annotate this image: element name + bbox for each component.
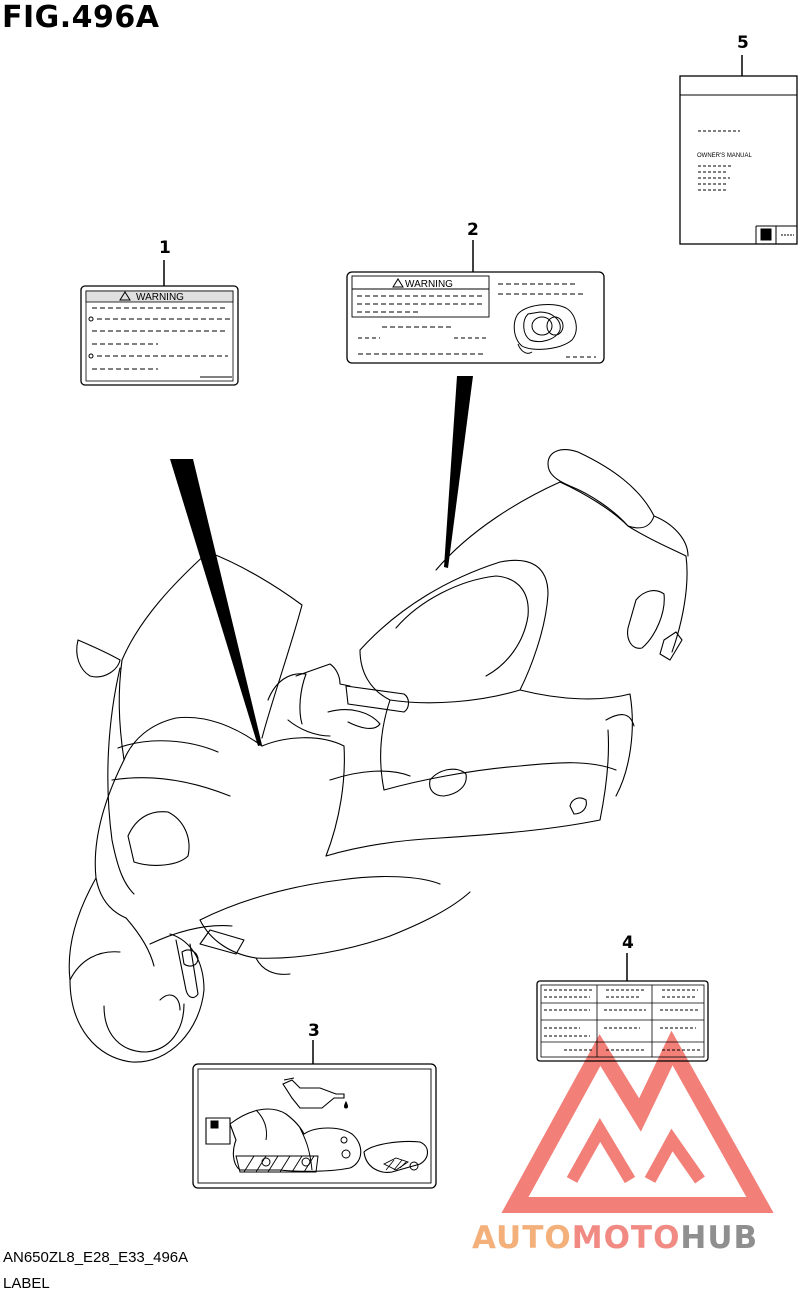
label-5-owners-manual: [679, 55, 798, 245]
label-3-oil-pictogram: [192, 1040, 437, 1189]
callout-2: 2: [467, 220, 479, 240]
watermark-logo-icon: [501, 1030, 774, 1213]
label-2-warning-text: WARNING: [405, 279, 453, 290]
label-4-table: [536, 953, 709, 1062]
watermark-auto: AUTO: [472, 1220, 572, 1256]
label-1-warning: [80, 260, 239, 386]
manual-title-text: OWNER'S MANUAL: [697, 153, 752, 159]
figure-code: AN650ZL8_E28_E33_496A: [3, 1249, 189, 1266]
watermark-text: AUTOMOTOHUB: [472, 1220, 758, 1256]
watermark-hub: HUB: [680, 1220, 759, 1256]
label-1-warning-text: WARNING: [136, 292, 184, 303]
watermark-moto: MOTO: [571, 1220, 681, 1256]
callout-4: 4: [622, 933, 634, 953]
leader-wedge-label-2: [444, 376, 473, 568]
leader-wedge-label-1: [170, 459, 262, 746]
callout-5: 5: [737, 33, 749, 53]
callout-3: 3: [308, 1021, 320, 1041]
figure-title: FIG.496A: [2, 0, 160, 35]
label-2-warning: [346, 240, 605, 364]
scooter-illustration: [68, 449, 689, 1063]
figure-label: LABEL: [3, 1275, 50, 1292]
callout-1: 1: [159, 238, 171, 258]
